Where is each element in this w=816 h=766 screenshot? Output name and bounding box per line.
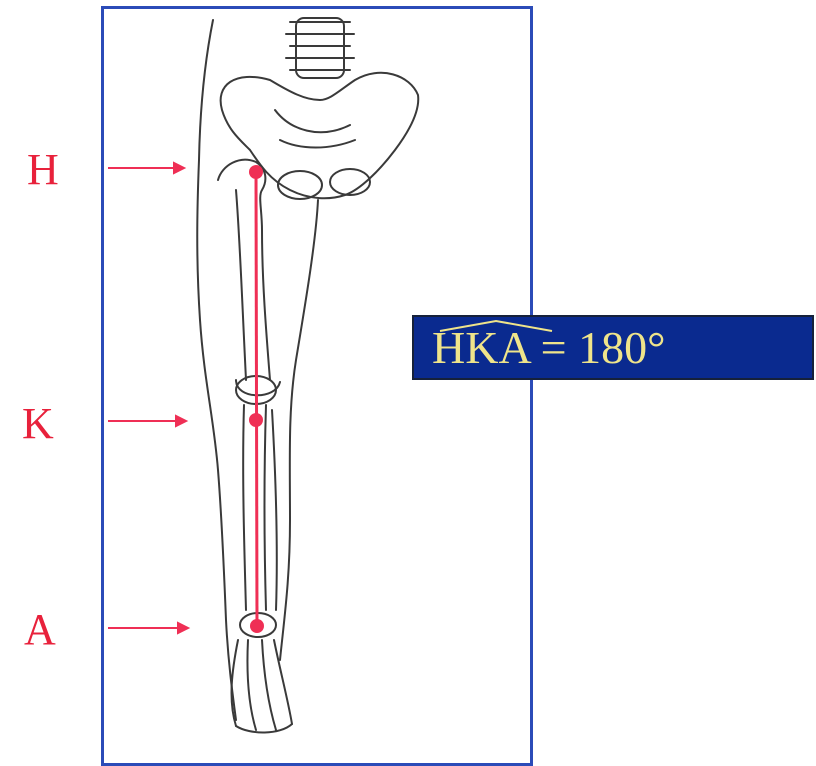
hka-formula-text: HKA = 180° [432,325,665,371]
fibula [272,410,277,610]
hka-formula-box: HKA = 180° [412,315,814,380]
leg-silhouette-left [197,20,236,720]
tibia [243,405,246,610]
ankle-point [250,619,264,633]
label-h: H [27,148,59,192]
hip-point [249,165,263,179]
label-a: A [24,608,56,652]
label-k: K [22,402,54,446]
mechanical-axis-line [256,172,257,626]
leg-silhouette-right [280,200,318,660]
foot-bones [232,640,292,730]
knee-point [249,413,263,427]
